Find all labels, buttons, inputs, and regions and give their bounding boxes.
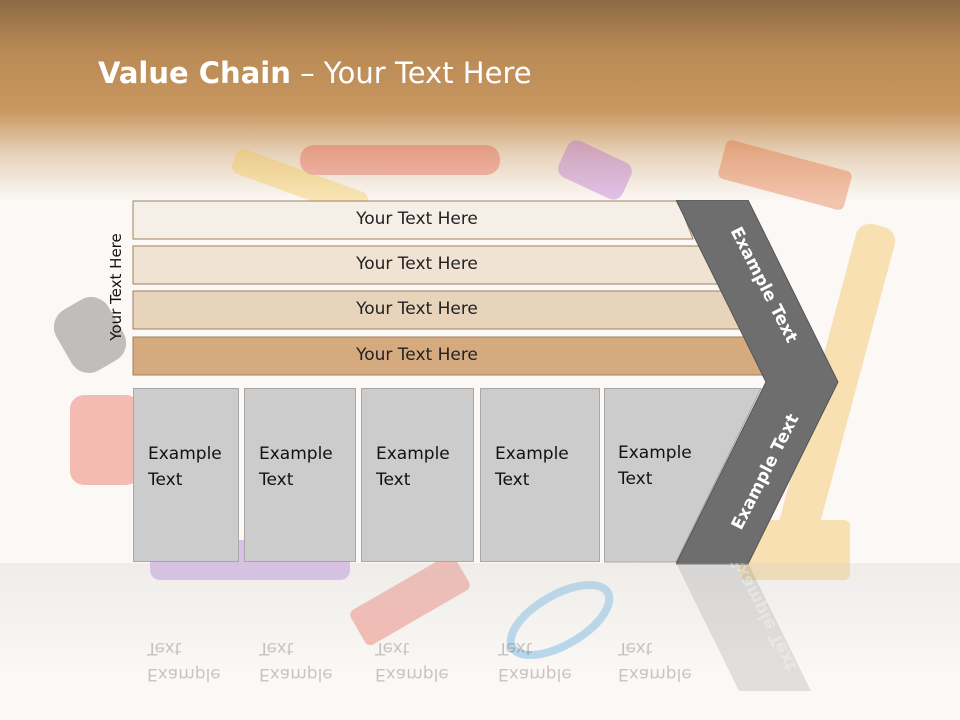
column-5-shape — [604, 388, 762, 563]
reflection-chevron — [676, 563, 811, 691]
row-4-label: Your Text Here — [356, 345, 478, 365]
slide-title: Value Chain – Your Text Here — [98, 56, 532, 90]
title-rest: – Your Text Here — [290, 56, 532, 90]
row-2-label: Your Text Here — [356, 254, 478, 274]
reflection-fade — [0, 563, 960, 703]
row-1-shape — [132, 200, 694, 240]
side-label: Your Text Here — [107, 233, 125, 341]
row-3-label: Your Text Here — [356, 299, 478, 319]
row-1-label: Your Text Here — [356, 209, 478, 229]
header-band — [0, 0, 960, 200]
chevron-arrow — [676, 200, 839, 565]
title-bold: Value Chain — [98, 56, 291, 90]
